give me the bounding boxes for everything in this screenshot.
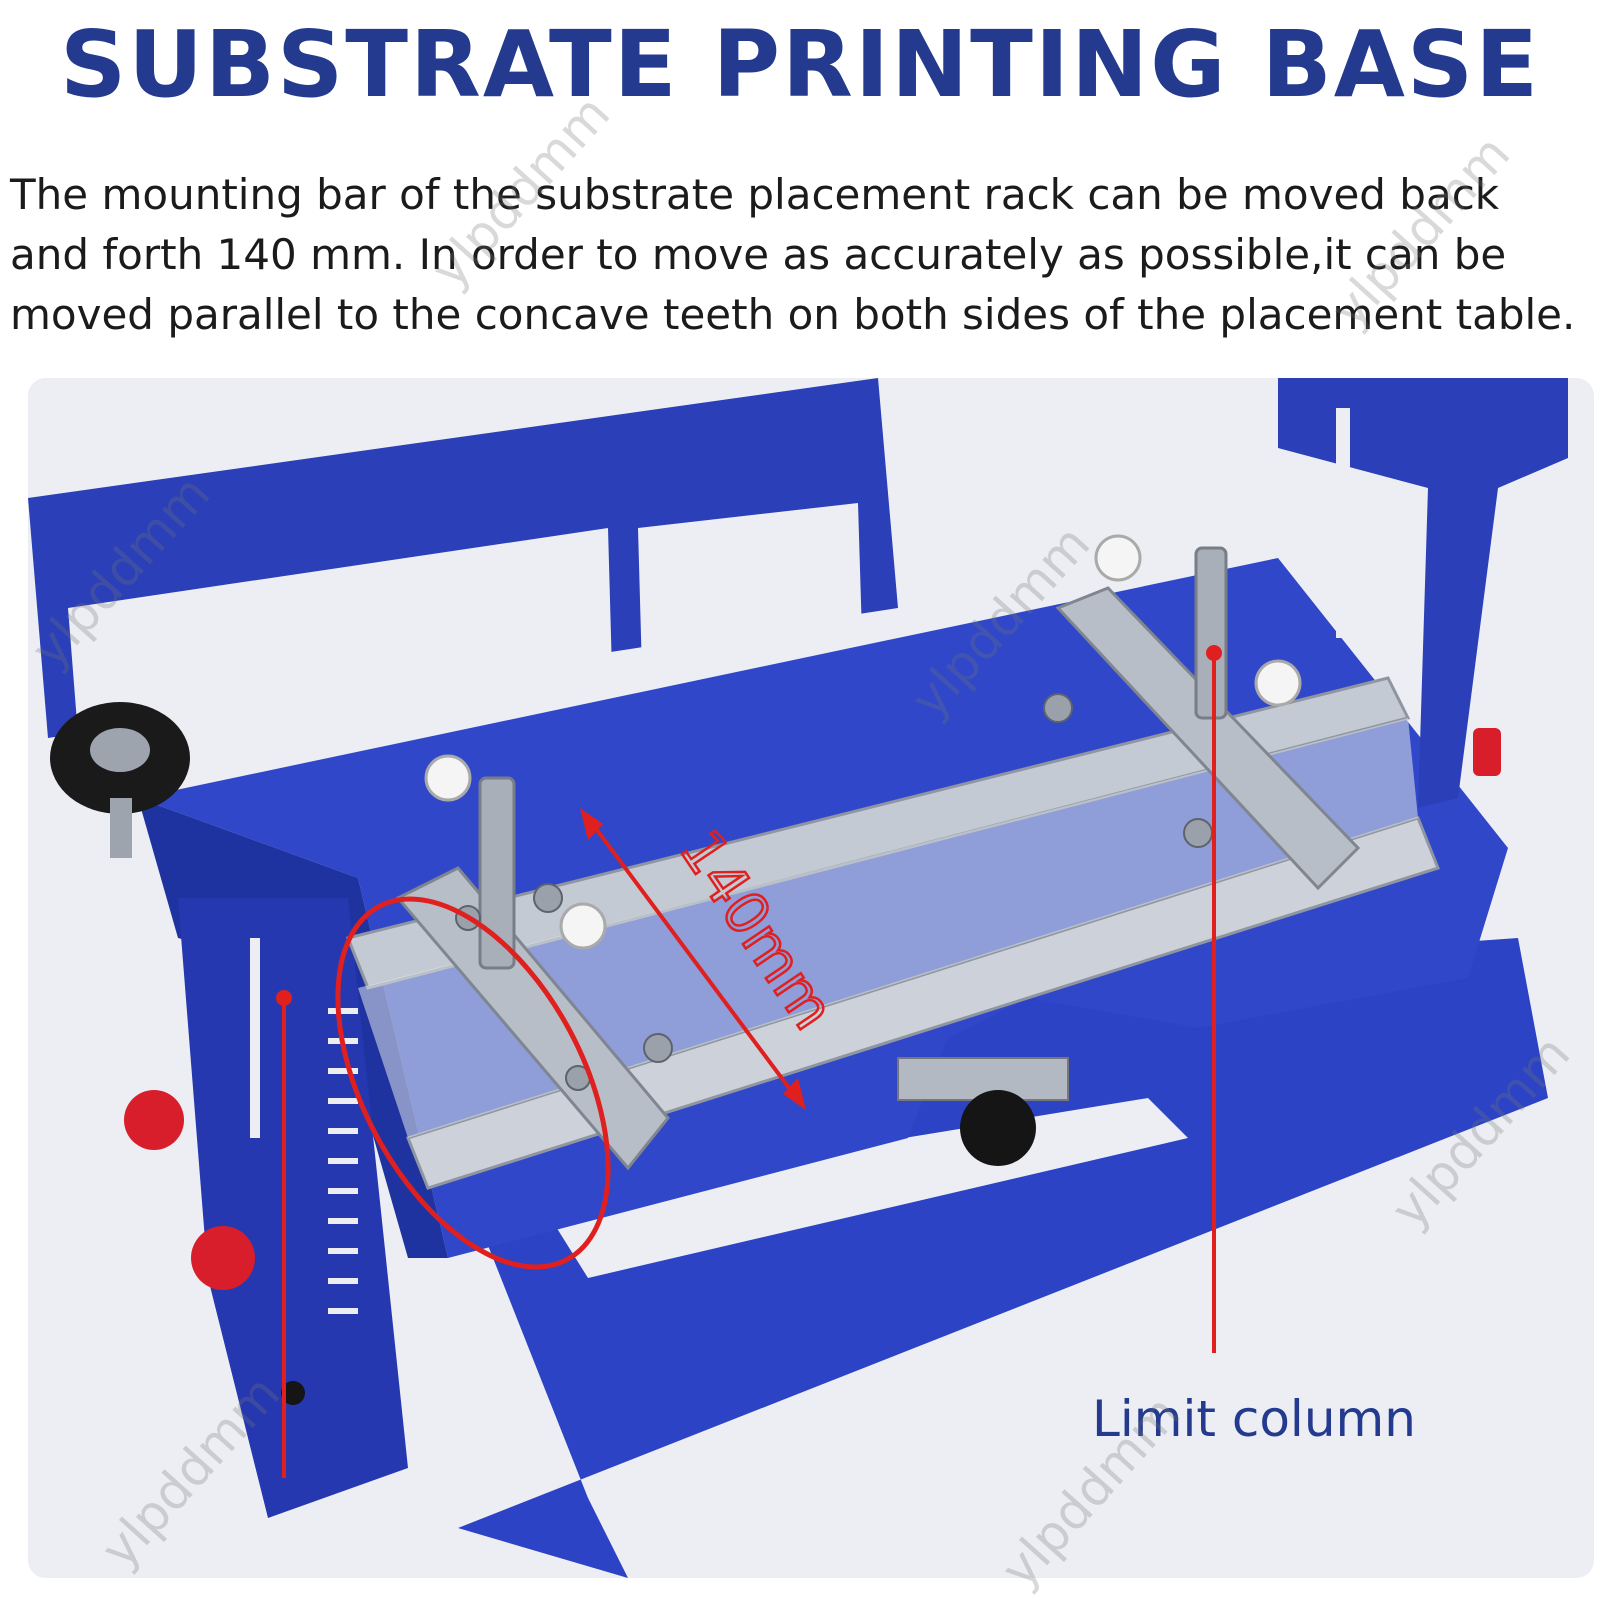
black-button [281, 1381, 305, 1405]
description-line-3: moved parallel to the concave teeth on b… [10, 290, 1576, 339]
left-plate-slot [250, 938, 260, 1138]
rear-roller-wheel [1094, 534, 1142, 582]
red-knobs [124, 728, 1501, 1290]
rail-bolts [455, 693, 1213, 1091]
rear-post [1194, 546, 1228, 720]
right-column-slot [1336, 408, 1350, 638]
rail-span [358, 718, 1418, 1138]
rail-lower [406, 816, 1440, 1190]
center-star-knob [897, 1057, 1069, 1166]
front-post [478, 776, 516, 970]
rear-bracket [1055, 586, 1361, 891]
right-tooth-column [1278, 378, 1568, 808]
adjust-knob-left [50, 702, 190, 858]
page-title: SUBSTRATE PRINTING BASE [59, 11, 1541, 118]
left-side-plate [178, 898, 408, 1518]
limit-column-leaders [276, 645, 1222, 1478]
front-roller-wheel [424, 754, 472, 802]
product-photo: 140mm [28, 378, 1594, 1578]
description-line-2: and forth 140 mm. In order to move as ac… [10, 230, 1507, 279]
front-roller-wheel-2 [559, 902, 607, 950]
back-frame-window-right [638, 503, 863, 708]
rear-roller-wheel-2 [1254, 659, 1302, 707]
description-line-1: The mounting bar of the substrate placem… [10, 170, 1500, 219]
front-bracket [395, 866, 670, 1171]
highlight-ellipse [335, 896, 611, 1270]
limit-column-label: Limit column [1092, 1390, 1416, 1448]
description-text: The mounting bar of the substrate placem… [10, 165, 1600, 345]
printing-base-illustration: 140mm [28, 378, 1594, 1578]
measurement-arrow [580, 808, 806, 1110]
